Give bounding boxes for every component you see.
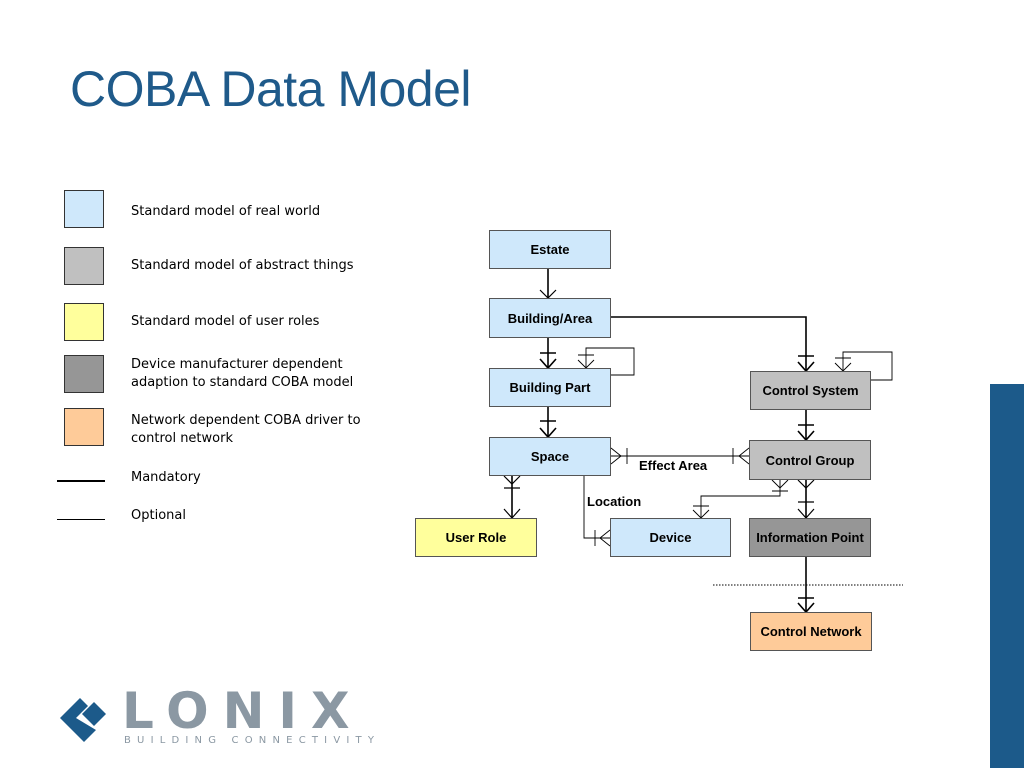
legend-label-abstract: Standard model of abstract things [131, 258, 354, 273]
entity-estate: Estate [489, 230, 611, 269]
entity-user-role: User Role [415, 518, 537, 557]
entity-building-area: Building/Area [489, 298, 611, 338]
entity-control-network: Control Network [750, 612, 872, 651]
relationship-location: Location [587, 494, 642, 509]
connector-building-area-control-system [611, 316, 807, 371]
legend-label-network: Network dependent COBA driver to control… [131, 413, 361, 446]
legend-swatch-abstract [64, 247, 104, 285]
legend-line-mandatory [57, 480, 105, 482]
legend-label-real-world: Standard model of real world [131, 204, 321, 219]
legend-swatch-manufacturer [64, 355, 104, 393]
entity-control-system: Control System [750, 371, 871, 410]
logo-tagline: BUILDING CONNECTIVITY [124, 735, 381, 746]
legend-swatch-real-world [64, 190, 104, 228]
entity-information-point: Information Point [749, 518, 871, 557]
legend-label-mandatory: Mandatory [131, 470, 201, 485]
entity-space: Space [489, 437, 611, 476]
logo-wordmark: LONIX [122, 682, 364, 740]
accent-bar [990, 384, 1024, 768]
entity-control-group: Control Group [749, 440, 871, 480]
page-title: COBA Data Model [70, 61, 472, 117]
entity-building-part: Building Part [489, 368, 611, 407]
legend-label-optional: Optional [131, 508, 186, 523]
relationship-effect-area: Effect Area [639, 458, 708, 473]
legend-swatch-user-roles [64, 303, 104, 341]
legend-line-optional [57, 519, 105, 520]
connector-control-group-device [700, 480, 781, 518]
legend-label-user-roles: Standard model of user roles [131, 314, 320, 329]
lonix-logo-icon [60, 690, 106, 742]
legend-label-manufacturer: Device manufacturer dependent adaption t… [131, 357, 354, 390]
legend-swatch-network [64, 408, 104, 446]
entity-device: Device [610, 518, 731, 557]
connector-location [583, 476, 610, 539]
